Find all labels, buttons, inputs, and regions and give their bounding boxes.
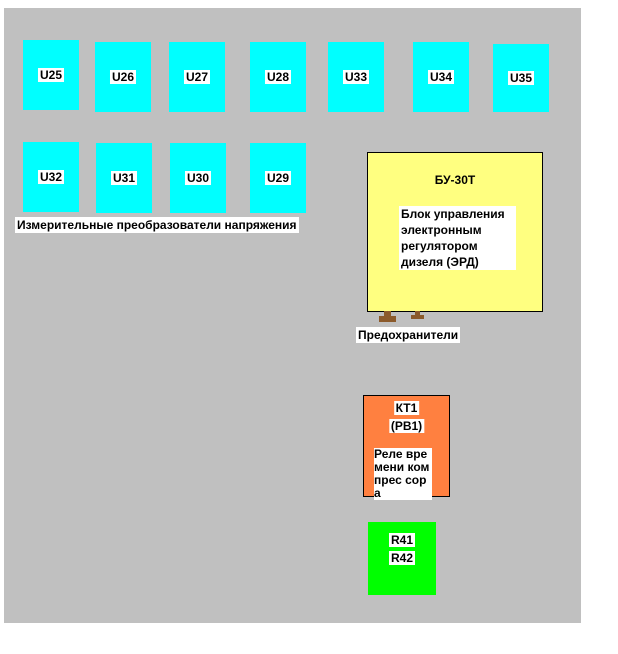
- control-unit-title: БУ-30Т: [434, 173, 476, 187]
- converter-u30[interactable]: U30: [170, 143, 226, 213]
- converters-caption: Измерительные преобразователи напряжения: [15, 217, 299, 233]
- fuse-icon[interactable]: [379, 311, 396, 322]
- converter-u34[interactable]: U34: [413, 42, 469, 112]
- converter-u33[interactable]: U33: [328, 42, 384, 112]
- converter-u32[interactable]: U32: [23, 142, 79, 212]
- resistors-r41-r42[interactable]: R41 R42: [368, 522, 436, 595]
- resistor-r42-label: R42: [388, 551, 416, 565]
- converter-u35[interactable]: U35: [493, 44, 549, 112]
- converter-u28[interactable]: U28: [250, 42, 306, 112]
- converter-label: U25: [37, 68, 65, 82]
- resistor-r41-label: R41: [388, 533, 416, 547]
- converter-label: U33: [342, 70, 370, 84]
- converter-label: U29: [264, 171, 292, 185]
- control-unit-bu30t[interactable]: БУ-30Т Блок управления электронным регул…: [367, 152, 543, 312]
- converter-label: U32: [37, 170, 65, 184]
- converter-u29[interactable]: U29: [250, 143, 306, 213]
- control-unit-description: Блок управления электронным регулятором …: [399, 206, 516, 270]
- converter-u31[interactable]: U31: [96, 143, 152, 213]
- converter-u26[interactable]: U26: [95, 42, 151, 112]
- relay-description: Реле времени компрес сора: [374, 448, 432, 500]
- converter-label: U26: [109, 70, 137, 84]
- relay-kt1[interactable]: КТ1 (РВ1) Реле времени компрес сора: [363, 395, 450, 500]
- converter-label: U27: [183, 70, 211, 84]
- converter-label: U30: [184, 171, 212, 185]
- converter-label: U35: [507, 71, 535, 85]
- relay-id: КТ1: [393, 401, 420, 415]
- fuses-caption: Предохранители: [356, 327, 461, 343]
- relay-alt-id: (РВ1): [388, 419, 425, 433]
- converter-u25[interactable]: U25: [23, 40, 79, 110]
- converter-label: U34: [427, 70, 455, 84]
- converter-label: U28: [264, 70, 292, 84]
- converter-u27[interactable]: U27: [169, 42, 225, 112]
- converter-label: U31: [110, 171, 138, 185]
- fuse-icon[interactable]: [411, 311, 424, 319]
